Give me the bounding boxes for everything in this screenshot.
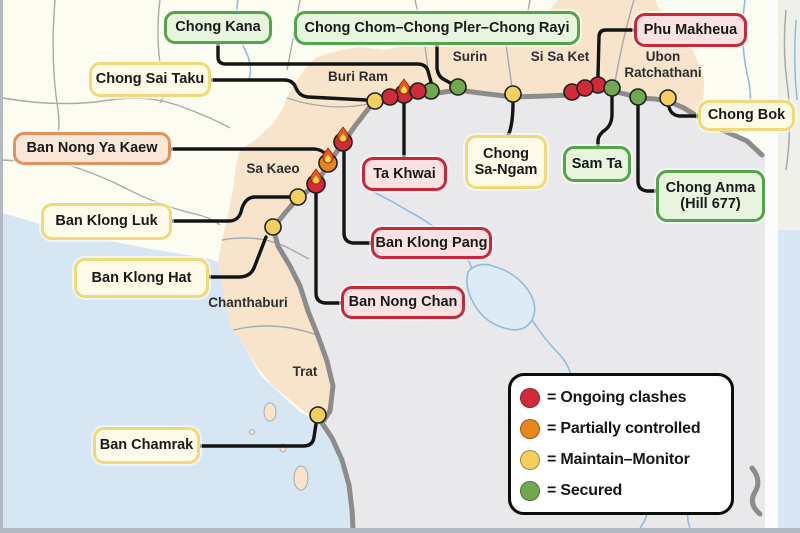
flame-icon (310, 168, 322, 185)
label-text: (Hill 677) (680, 196, 741, 212)
next-map-sliver-sea (778, 230, 800, 528)
sliver-river (793, 19, 798, 101)
dot-unlabeled-4 (576, 79, 594, 97)
province-label-text: Trat (292, 363, 318, 379)
dot-chong-chom-chong-pler-chong-rayi (449, 78, 467, 96)
dot-unlabeled-2 (409, 82, 427, 100)
label-text: Chong Chom–Chong Pler–Chong Rayi (304, 19, 570, 36)
connector-chong-sai-taku (208, 78, 368, 102)
label-ban-nong-chan: Ban Nong Chan (341, 286, 465, 319)
label-text: Ban Nong Ya Kaew (26, 140, 158, 157)
legend-dot-partial (520, 418, 540, 439)
label-text: Ban Klong Pang (375, 234, 488, 251)
dot-sam-ta (603, 79, 621, 97)
dot-unlabeled-1 (381, 88, 399, 106)
legend-item-partial: = Partially controlled (520, 416, 722, 441)
province-label-si-sa-ket: Si Sa Ket (531, 49, 590, 65)
province-label-buri-ram: Buri Ram (328, 69, 388, 85)
province-label-text: Surin (452, 48, 488, 64)
label-text: Sa-Ngam (474, 162, 538, 178)
label-text: Phu Makheua (643, 21, 738, 38)
label-chong-chom-chong-pler-chong-rayi: Chong Chom–Chong Pler–Chong Rayi (294, 11, 580, 45)
legend-item-secured: = Secured (520, 478, 722, 503)
label-chong-kana: Chong Kana (164, 11, 272, 44)
label-sam-ta: Sam Ta (563, 146, 631, 182)
legend-dot-ongoing (520, 387, 540, 408)
legend-label: = Ongoing clashes (547, 388, 687, 406)
connector-chong-chom-chong-pler-chong-rayi (435, 43, 454, 86)
flame-icon (337, 126, 349, 143)
label-text: Chong Anma (665, 179, 756, 196)
label-ban-nong-ya-kaew: Ban Nong Ya Kaew (13, 132, 171, 165)
province-label-surin: Surin (453, 49, 488, 65)
connector-ban-klong-luk (170, 195, 291, 223)
label-ban-chamrak: Ban Chamrak (93, 427, 200, 464)
province-label-sa-kaeo: Sa Kaeo (246, 161, 299, 177)
legend: = Ongoing clashes = Partially controlled =… (508, 373, 734, 515)
province-label-trat: Trat (293, 364, 318, 380)
legend-dot-monitor (520, 449, 540, 470)
label-text: Chong Bok (707, 107, 786, 124)
border-provinces-band (218, 0, 720, 422)
left-frame-strip (0, 0, 3, 533)
province-label-chanthaburi: Chanthaburi (208, 295, 288, 311)
label-chong-sai-taku: Chong Sai Taku (89, 62, 211, 97)
province-label-text: Buri Ram (327, 68, 389, 84)
page-gap (765, 0, 778, 528)
label-text: Chong (483, 145, 529, 162)
connector-chong-kana (216, 42, 433, 84)
legend-items: = Ongoing clashes = Partially controlled =… (520, 385, 722, 503)
connector-phu-makheua (596, 28, 636, 78)
label-ban-klong-luk: Ban Klong Luk (41, 203, 172, 240)
dot-ban-chamrak (309, 406, 327, 424)
legend-label: = Secured (547, 481, 623, 499)
label-text: Ban Klong Hat (91, 269, 192, 286)
bottom-frame-strip (0, 528, 800, 533)
legend-item-ongoing: = Ongoing clashes (520, 385, 722, 410)
connector-chong-sa-ngam (506, 101, 515, 138)
connector-chong-anma (636, 104, 658, 193)
connector-sam-ta (596, 95, 614, 148)
legend-label: = Partially controlled (547, 419, 701, 437)
province-label-text: Si Sa Ket (530, 48, 590, 64)
label-text: Chong Kana (175, 19, 261, 36)
label-phu-makheua: Phu Makheua (634, 13, 747, 47)
connector-ban-klong-pang (342, 149, 373, 245)
label-text: Chong Sai Taku (95, 71, 205, 88)
dot-chong-anma (629, 88, 647, 106)
legend-item-monitor: = Maintain–Monitor (520, 447, 722, 472)
sliver-border-line (783, 9, 791, 171)
province-label-text: Ratchathani (624, 65, 702, 80)
connector-ban-nong-chan (314, 191, 343, 305)
legend-label: = Maintain–Monitor (547, 450, 690, 468)
label-text: Ta Khwai (373, 165, 436, 182)
dot-ban-klong-luk (289, 188, 307, 206)
flame-icon (398, 78, 410, 95)
dot-ban-klong-hat (264, 218, 282, 236)
dot-chong-bok (659, 89, 677, 107)
lake-tonle (466, 263, 536, 331)
label-text: Ban Klong Luk (55, 213, 158, 230)
label-ban-klong-pang: Ban Klong Pang (371, 227, 492, 259)
connector-ban-chamrak (199, 422, 318, 448)
connector-ban-klong-hat (206, 235, 268, 279)
label-ta-khwai: Ta Khwai (362, 157, 447, 191)
label-chong-anma: Chong Anma(Hill 677) (656, 170, 765, 222)
label-text: Sam Ta (571, 155, 623, 172)
legend-dot-secured (520, 480, 540, 501)
connector-chong-bok (667, 105, 700, 118)
markers-overlay (169, 28, 700, 448)
flame-icon (322, 147, 334, 164)
province-label-text: Ubon (645, 48, 681, 64)
dot-chong-sa-ngam (504, 85, 522, 103)
label-chong-bok: Chong Bok (698, 100, 795, 131)
province-label-text: Chanthaburi (208, 294, 288, 310)
province-label-text: Sa Kaeo (246, 160, 300, 176)
label-ban-klong-hat: Ban Klong Hat (74, 258, 209, 298)
label-text: Ban Nong Chan (348, 294, 458, 311)
label-text: Ban Chamrak (99, 437, 194, 454)
